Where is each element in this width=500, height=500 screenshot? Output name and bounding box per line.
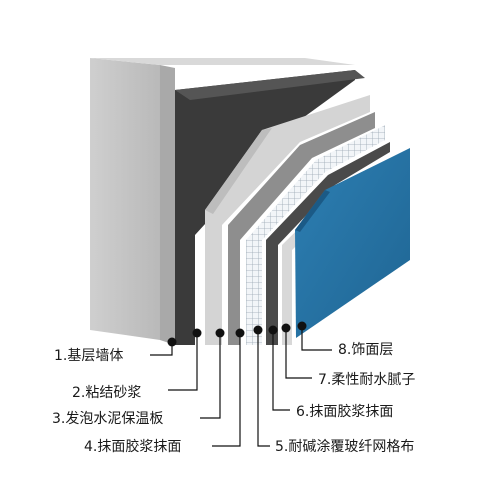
- label-layer-2: 2.粘结砂浆: [72, 385, 141, 401]
- leader-line-4: [212, 333, 241, 447]
- leader-dot-6: [268, 325, 278, 335]
- leader-dot-8: [297, 321, 307, 331]
- leader-line-6: [272, 330, 290, 411]
- leader-lines: [150, 326, 332, 447]
- layer-plaster-mortar-2: [266, 142, 390, 345]
- leader-line-5: [257, 330, 270, 447]
- leader-dots: [167, 321, 307, 347]
- leader-line-3: [200, 333, 221, 419]
- leader-line-8: [301, 326, 332, 351]
- leader-dot-3: [215, 328, 225, 338]
- label-layer-1: 1.基层墙体: [54, 347, 123, 364]
- leader-dot-1: [167, 337, 177, 347]
- leader-dot-5: [253, 325, 263, 335]
- layer-adhesive-mortar: [175, 70, 365, 345]
- leader-dot-2: [192, 328, 202, 338]
- leader-line-2: [168, 333, 198, 391]
- label-layer-6: 6.抹面胶浆抹面: [296, 403, 393, 420]
- layer-fiberglass-mesh: [246, 125, 385, 345]
- layer-base-wall: [90, 58, 355, 345]
- layer-plaster-mortar-1: [228, 112, 375, 345]
- layer-finish: [295, 148, 410, 338]
- label-layer-3: 3.发泡水泥保温板: [52, 411, 163, 427]
- layer-insulation-board: [205, 95, 370, 345]
- label-layer-5: 5.耐碱涂覆玻纤网格布: [275, 439, 414, 455]
- label-layer-7: 7.柔性耐水腻子: [318, 372, 415, 388]
- label-layer-4: 4.抹面胶浆抹面: [84, 438, 181, 455]
- leader-dot-4: [235, 328, 245, 338]
- label-layer-8: 8.饰面层: [338, 342, 393, 358]
- leader-dot-7: [281, 323, 291, 333]
- leader-line-7: [285, 328, 312, 379]
